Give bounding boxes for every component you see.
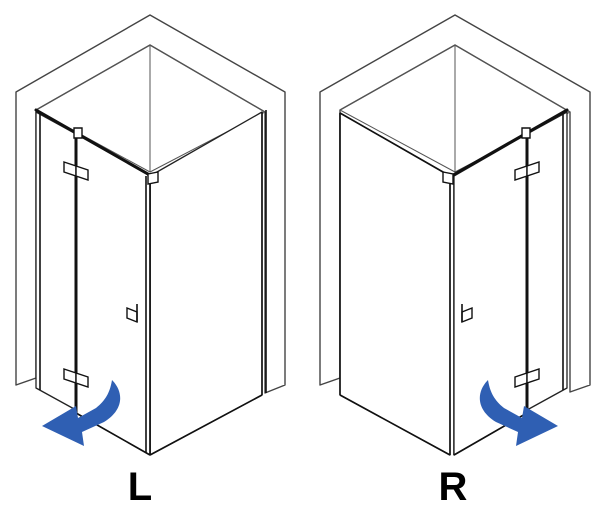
front-fixed-strip-right [526,111,568,411]
door-handle-right [461,304,473,324]
door-handle-left [126,304,138,324]
front-fixed-strip-left [35,111,77,411]
hinge-bottom-left [63,368,89,388]
shower-enclosure-left [15,14,286,456]
hinge-bottom-right [514,368,540,388]
hinged-door-right [339,108,569,456]
shower-enclosure-right [319,14,591,456]
swing-arrow-right [479,380,558,446]
variant-label-right: R [439,465,468,509]
side-panel-left [149,110,267,456]
hinge-top-left [63,161,89,181]
hinged-door-left [34,108,263,456]
hinge-top-right [514,161,540,181]
variant-label-left: L [128,465,152,509]
swing-arrow-left [42,380,121,446]
